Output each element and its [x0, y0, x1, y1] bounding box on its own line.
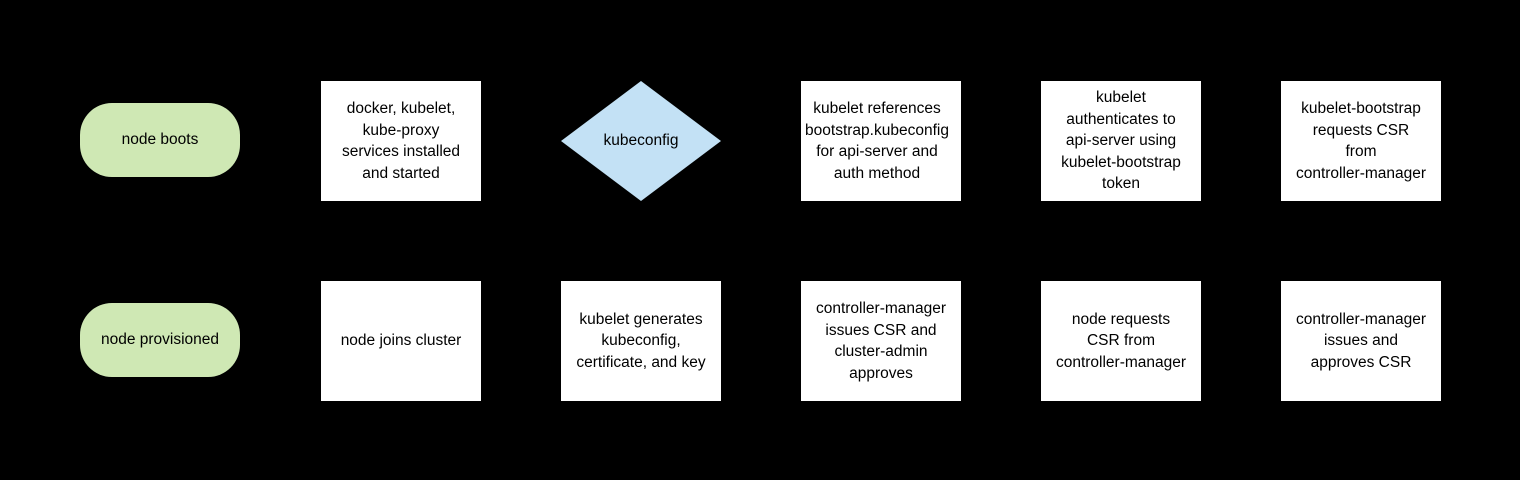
flow-node-services-installed[interactable]: docker, kubelet, kube-proxy services ins…: [321, 81, 481, 201]
flow-node-label: controller-manager issues and approves C…: [1295, 310, 1427, 371]
flow-node-label: node requests CSR from controller-manage…: [1055, 310, 1187, 371]
flow-node-label: node boots: [121, 131, 199, 149]
flow-node-label: kubelet references bootstrap.kubeconfig …: [805, 100, 949, 182]
flow-node-node-boots[interactable]: node boots: [80, 103, 240, 177]
flow-node-kubelet-generates[interactable]: kubelet generates kubeconfig, certificat…: [561, 281, 721, 401]
flow-node-cm-issues-approves[interactable]: controller-manager issues and approves C…: [1281, 281, 1441, 401]
flow-node-label: docker, kubelet, kube-proxy services ins…: [341, 100, 461, 182]
flow-node-label: controller-manager issues CSR and cluste…: [815, 300, 947, 382]
flow-node-label: kubelet authenticates to api-server usin…: [1061, 89, 1181, 193]
flow-node-label: node joins cluster: [340, 332, 462, 350]
flow-node-kubeconfig-decision[interactable]: kubeconfig: [561, 81, 721, 201]
flow-node-bootstrap-requests-csr[interactable]: kubelet-bootstrap requests CSR from cont…: [1281, 81, 1441, 201]
flow-node-kubelet-references[interactable]: kubelet references bootstrap.kubeconfig …: [801, 81, 961, 201]
flow-node-label: kubelet generates kubeconfig, certificat…: [576, 310, 706, 371]
flow-node-node-requests-csr[interactable]: node requests CSR from controller-manage…: [1041, 281, 1201, 401]
flow-node-kubelet-authenticates[interactable]: kubelet authenticates to api-server usin…: [1041, 81, 1201, 201]
flow-node-label: kubelet-bootstrap requests CSR from cont…: [1295, 100, 1427, 182]
flow-node-label: kubeconfig: [603, 132, 679, 150]
flow-node-node-provisioned[interactable]: node provisioned: [80, 303, 240, 377]
flow-node-label: node provisioned: [100, 331, 220, 349]
flow-node-cm-issues-csr[interactable]: controller-manager issues CSR and cluste…: [801, 281, 961, 401]
flow-node-node-joins-cluster[interactable]: node joins cluster: [321, 281, 481, 401]
